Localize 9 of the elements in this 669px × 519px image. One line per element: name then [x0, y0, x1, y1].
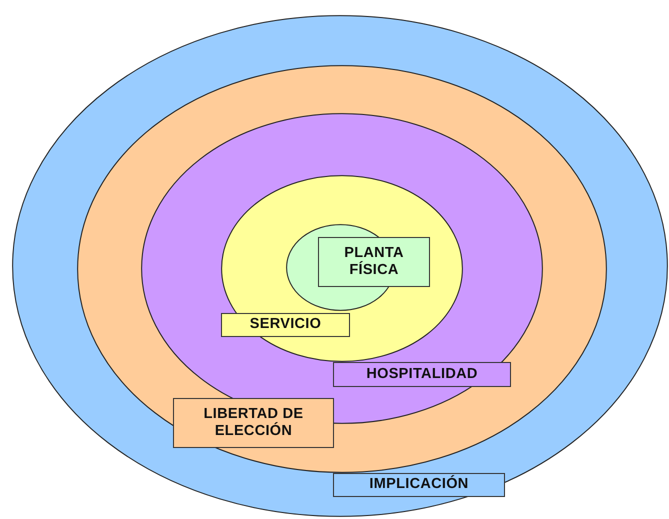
- ring-label: LIBERTAD DE ELECCIÓN: [173, 398, 334, 448]
- ring-ellipse: [12, 15, 668, 517]
- ring-ellipse: [221, 175, 463, 362]
- ring-label: HOSPITALIDAD: [333, 362, 511, 387]
- ring-label: SERVICIO: [221, 313, 350, 337]
- ring-ellipse: [77, 65, 607, 473]
- ring-label: IMPLICACIÓN: [333, 473, 505, 497]
- ring-label: PLANTA FÍSICA: [318, 237, 430, 287]
- ring-ellipse: [141, 113, 543, 424]
